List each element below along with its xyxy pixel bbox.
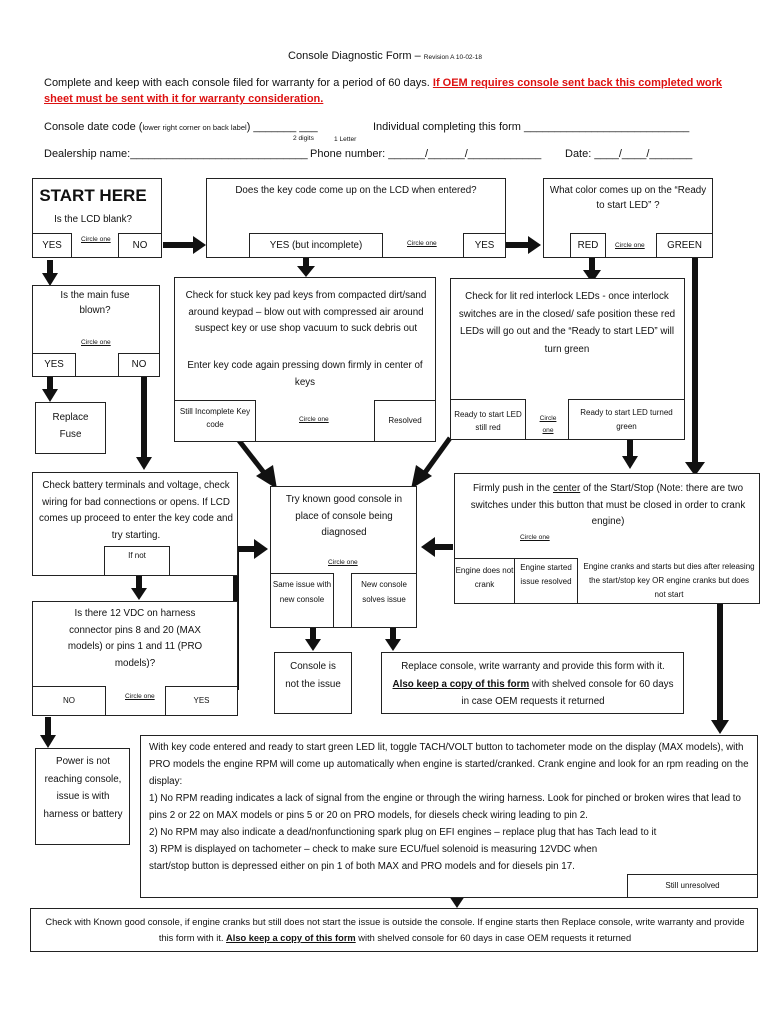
main-fuse-yes-option[interactable]: YES bbox=[32, 353, 76, 377]
turned-green-option[interactable]: Ready to start LED turned green bbox=[568, 399, 685, 440]
stuck-keys-box: Check for stuck key pad keys from compac… bbox=[174, 277, 436, 442]
interlock-circle-one: Circle one bbox=[539, 415, 557, 434]
still-red-option[interactable]: Ready to start LED still red bbox=[450, 399, 526, 440]
push-center-circle-one: Circle one bbox=[520, 534, 550, 541]
console-not-issue-box: Console is not the issue bbox=[274, 652, 352, 714]
interlock-text: Check for lit red interlock LEDs - once … bbox=[458, 291, 676, 355]
stuck-keys-retry: Enter key code again pressing down firml… bbox=[187, 360, 423, 388]
individual-field[interactable]: Individual completing this form ________… bbox=[373, 121, 690, 133]
led-color-question: What color comes up on the “Ready to sta… bbox=[549, 185, 707, 211]
lcd-blank-question: Is the LCD blank? bbox=[54, 214, 132, 225]
push-center-text: Firmly push in the center of the Start/S… bbox=[463, 481, 753, 531]
revision-text: Revision A 10-02-18 bbox=[423, 54, 482, 61]
keycode-box: Does the key code come up on the LCD whe… bbox=[206, 178, 506, 258]
push-center-pre: Firmly push in the bbox=[472, 483, 553, 494]
resolved-option[interactable]: Resolved bbox=[374, 400, 436, 442]
intro-plain: Complete and keep with each console file… bbox=[44, 77, 430, 89]
led-color-box: What color comes up on the “Ready to sta… bbox=[543, 178, 713, 258]
push-center-post: of the Start/Stop (Note: there are two s… bbox=[470, 483, 746, 527]
title-text: Console Diagnostic Form – bbox=[288, 50, 421, 62]
replace-console-bold: Also keep a copy of this form bbox=[392, 678, 530, 690]
still-unresolved-option[interactable]: Still unresolved bbox=[627, 874, 758, 898]
date-code-label: Console date code ( bbox=[44, 121, 143, 133]
power-issue-text: Power is not reaching console, issue is … bbox=[43, 756, 123, 820]
start-yes-option[interactable]: YES bbox=[32, 233, 72, 258]
footer-post: with shelved console for 60 days in case… bbox=[355, 933, 632, 943]
console-not-issue-text: Console is not the issue bbox=[285, 661, 341, 690]
vdc-no-option[interactable]: NO bbox=[32, 686, 106, 716]
one-letter-hint: 1 Letter bbox=[334, 136, 357, 143]
main-fuse-question: Is the main fuse blown? bbox=[60, 290, 130, 316]
push-center-center: center bbox=[552, 483, 581, 494]
intro-warning: If OEM requires console sent back this c… bbox=[44, 77, 723, 105]
new-solves-option[interactable]: New console solves issue bbox=[351, 573, 417, 628]
led-red-option[interactable]: RED bbox=[570, 233, 606, 258]
replace-fuse-text: Replace Fuse bbox=[52, 412, 89, 440]
tach-step-2: 2) No RPM may also indicate a dead/nonfu… bbox=[149, 827, 657, 838]
known-good-text: Try known good console in place of conso… bbox=[285, 494, 403, 538]
replace-console-pre: Replace console, write warranty and prov… bbox=[401, 661, 665, 672]
vdc-circle-one: Circle one bbox=[125, 693, 155, 700]
footer-box: Check with Known good console, if engine… bbox=[30, 908, 758, 952]
tach-intro: With key code entered and ready to start… bbox=[149, 742, 749, 787]
vdc-box: Is there 12 VDC on harness connector pin… bbox=[32, 601, 238, 716]
tach-text: With key code entered and ready to start… bbox=[149, 739, 751, 875]
tach-step-1: 1) No RPM reading indicates a lack of si… bbox=[149, 793, 741, 821]
vdc-question: Is there 12 VDC on harness connector pin… bbox=[67, 608, 203, 669]
two-digits-hint: 2 digits bbox=[293, 135, 314, 142]
dealership-field[interactable]: Dealership name:________________________… bbox=[44, 148, 308, 160]
tach-step-3: 3) RPM is displayed on tachometer – chec… bbox=[149, 844, 598, 872]
replace-console-post: with shelved console for 60 days in case… bbox=[461, 678, 674, 708]
footer-text: Check with Known good console, if engine… bbox=[39, 914, 751, 946]
battery-box: Check battery terminals and voltage, che… bbox=[32, 472, 238, 576]
keycode-question: Does the key code come up on the LCD whe… bbox=[235, 185, 477, 196]
cranks-dies-option[interactable]: Engine cranks and starts but dies after … bbox=[583, 562, 755, 599]
known-good-box: Try known good console in place of conso… bbox=[270, 486, 417, 628]
main-fuse-box: Is the main fuse blown? Circle one YES N… bbox=[32, 285, 160, 377]
replace-console-text: Replace console, write warranty and prov… bbox=[390, 658, 676, 711]
if-not-option[interactable]: If not bbox=[104, 546, 170, 576]
known-good-circle-one: Circle one bbox=[328, 559, 358, 566]
same-issue-option[interactable]: Same issue with new console bbox=[270, 573, 334, 628]
still-incomplete-option[interactable]: Still Incomplete Key code bbox=[174, 400, 256, 442]
date-code-hint: lower right corner on back label bbox=[142, 123, 247, 132]
form-title: Console Diagnostic Form – Revision A 10-… bbox=[0, 50, 770, 62]
not-crank-option[interactable]: Engine does not crank bbox=[454, 558, 515, 604]
footer-bold: Also keep a copy of this form bbox=[226, 933, 356, 943]
vdc-yes-option[interactable]: YES bbox=[165, 686, 238, 716]
start-here-title: START HERE bbox=[39, 186, 147, 205]
led-circle-one: Circle one bbox=[615, 242, 645, 249]
main-fuse-no-option[interactable]: NO bbox=[118, 353, 160, 377]
footer-pre: Check with Known good console, if engine… bbox=[45, 917, 745, 943]
stuck-keys-text: Check for stuck key pad keys from compac… bbox=[185, 290, 427, 334]
date-code-blanks: ) _______ ___ bbox=[246, 121, 318, 133]
power-issue-box: Power is not reaching console, issue is … bbox=[35, 748, 130, 845]
keycode-yes-incomplete-option[interactable]: YES (but incomplete) bbox=[249, 233, 383, 258]
start-no-option[interactable]: NO bbox=[118, 233, 162, 258]
replace-fuse-box: Replace Fuse bbox=[35, 402, 106, 454]
start-here-box: START HERE Is the LCD blank? Circle one … bbox=[32, 178, 162, 258]
push-center-box: Firmly push in the center of the Start/S… bbox=[454, 473, 760, 604]
stuck-keys-circle-one: Circle one bbox=[299, 416, 329, 423]
replace-console-box: Replace console, write warranty and prov… bbox=[381, 652, 684, 714]
battery-text: Check battery terminals and voltage, che… bbox=[39, 480, 233, 541]
phone-field[interactable]: Phone number: ______/______/____________ bbox=[310, 148, 542, 160]
tach-box: With key code entered and ready to start… bbox=[140, 735, 758, 898]
date-field[interactable]: Date: ____/____/_______ bbox=[565, 148, 693, 160]
keycode-circle-one: Circle one bbox=[407, 240, 437, 247]
led-green-option[interactable]: GREEN bbox=[656, 233, 713, 258]
main-fuse-circle-one: Circle one bbox=[81, 339, 111, 346]
interlock-box: Check for lit red interlock LEDs - once … bbox=[450, 278, 685, 440]
started-resolved-option[interactable]: Engine started issue resolved bbox=[514, 558, 578, 604]
intro-text: Complete and keep with each console file… bbox=[44, 75, 734, 107]
start-circle-one: Circle one bbox=[81, 236, 111, 243]
keycode-yes-option[interactable]: YES bbox=[463, 233, 506, 258]
date-code-field[interactable]: Console date code (lower right corner on… bbox=[44, 121, 318, 133]
